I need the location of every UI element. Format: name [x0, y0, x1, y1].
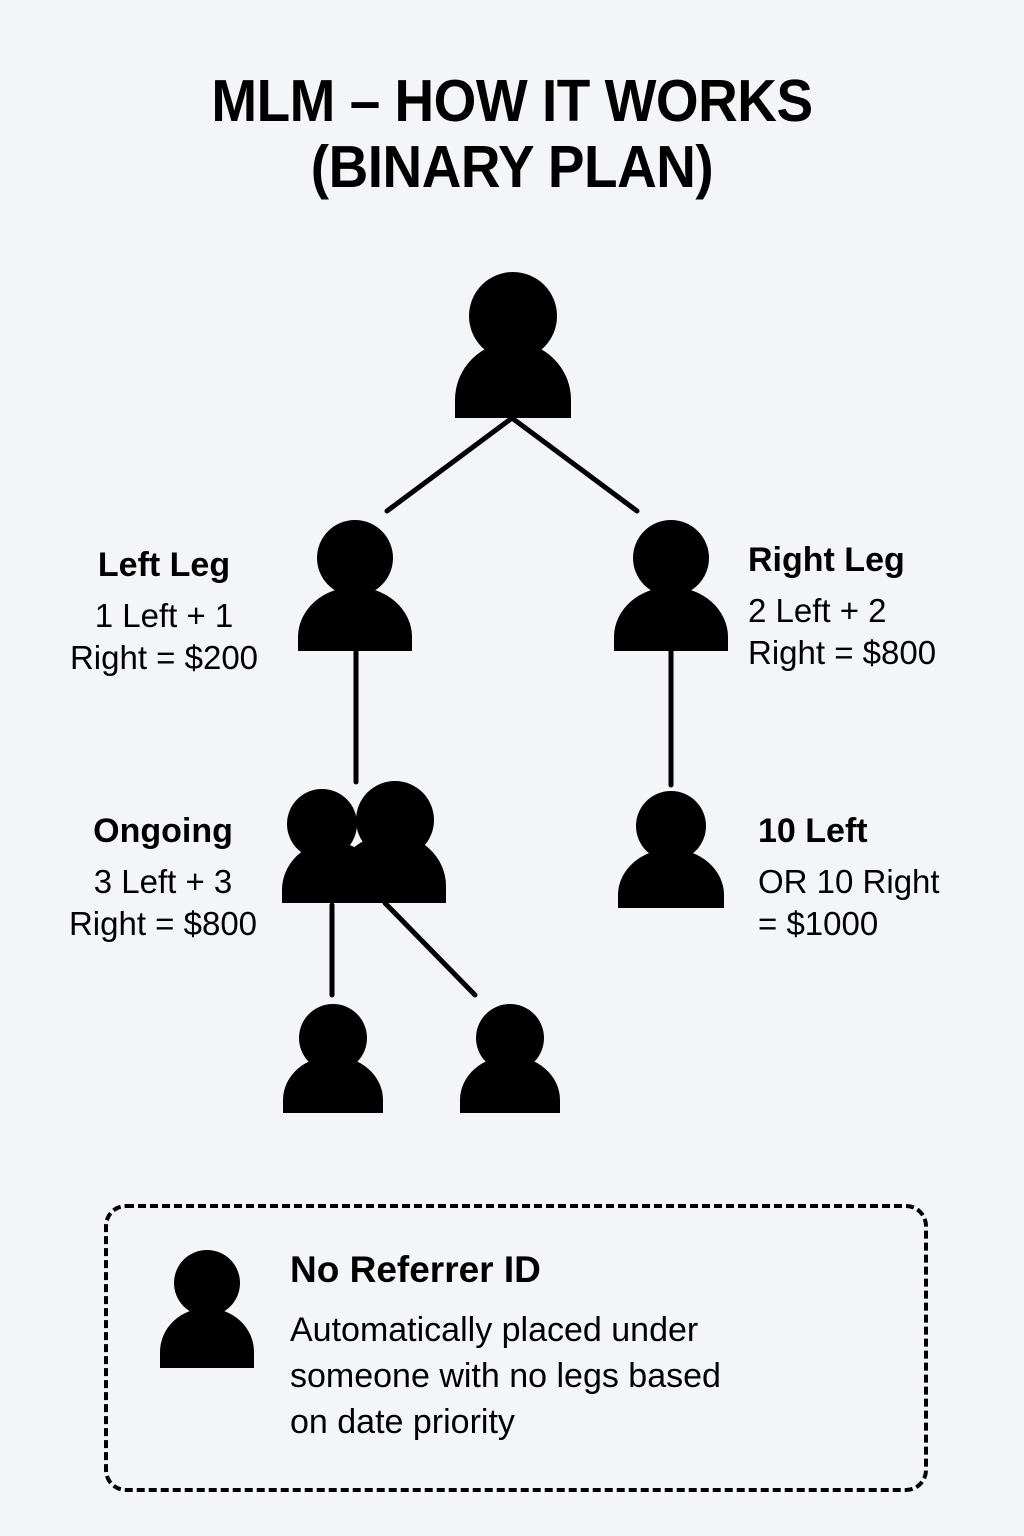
- label-left-leg-heading: Left Leg: [97, 546, 231, 584]
- label-left-leg-line-1: 1 Left + 1: [94, 597, 234, 635]
- label-ongoing-heading: Ongoing: [93, 812, 233, 850]
- page-title: MLM – HOW IT WORKS (BINARY PLAN): [0, 68, 1024, 200]
- no-referrer-callout: No Referrer ID Automatically placed unde…: [104, 1204, 928, 1492]
- node-root-person-icon[interactable]: [455, 272, 571, 418]
- node-left-leg-person-icon[interactable]: [298, 520, 412, 651]
- callout-body-line-2: someone with no legs based: [290, 1356, 721, 1395]
- label-ten-left-heading: 10 Left: [758, 812, 868, 850]
- label-ten-left-line-2: = $1000: [758, 905, 879, 943]
- label-ongoing: Ongoing 3 Left + 3 Right = $800: [22, 812, 304, 946]
- connector-root-to-left-leg: [384, 415, 515, 514]
- label-right-leg-line-1: 2 Left + 2: [748, 592, 887, 630]
- label-left-leg: Left Leg 1 Left + 1 Right = $200: [24, 546, 304, 680]
- label-left-leg-line-2: Right = $200: [69, 639, 259, 677]
- title-line-1: MLM – HOW IT WORKS: [211, 68, 813, 134]
- callout-text-block: No Referrer ID Automatically placed unde…: [290, 1244, 894, 1445]
- label-ten-left-line-1: OR 10 Right: [758, 863, 940, 901]
- connector-ongoing-to-leaf-right: [382, 900, 478, 998]
- label-ongoing-line-2: Right = $800: [68, 905, 258, 943]
- callout-title: No Referrer ID: [290, 1249, 541, 1290]
- connector-root-to-right-leg: [509, 415, 640, 514]
- callout-person-icon: [160, 1250, 254, 1368]
- label-ongoing-line-1: 3 Left + 3: [93, 863, 233, 901]
- node-right-leg-person-icon[interactable]: [614, 520, 728, 651]
- label-right-leg-heading: Right Leg: [748, 541, 905, 579]
- callout-body-line-3: on date priority: [290, 1403, 515, 1442]
- title-line-2: (BINARY PLAN): [310, 134, 714, 201]
- label-right-leg-line-2: Right = $800: [748, 634, 937, 672]
- node-ongoing-group-icon[interactable]: [282, 781, 446, 903]
- node-leaf-right-person-icon[interactable]: [460, 1004, 560, 1113]
- node-ten-left-person-icon[interactable]: [618, 791, 724, 908]
- callout-body-line-1: Automatically placed under: [290, 1310, 699, 1349]
- label-right-leg: Right Leg 2 Left + 2 Right = $800: [748, 541, 1024, 675]
- node-leaf-left-person-icon[interactable]: [283, 1004, 383, 1113]
- label-ten-left: 10 Left OR 10 Right = $1000: [758, 812, 1024, 946]
